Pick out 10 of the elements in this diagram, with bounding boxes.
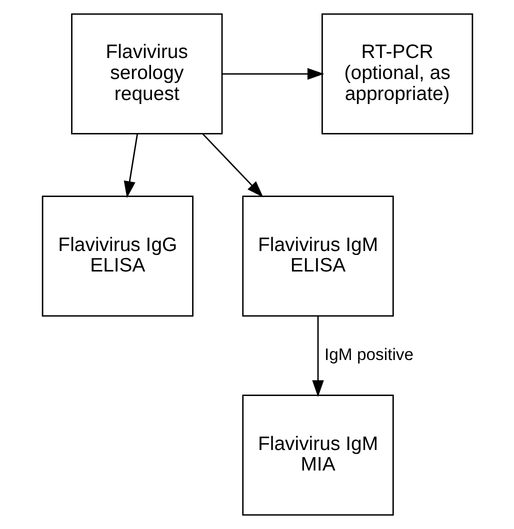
arrow	[202, 134, 263, 198]
node-box: Flavivirus IgM ELISA	[242, 196, 394, 317]
node-box: RT-PCR (optional, as appropriate)	[321, 13, 473, 134]
arrow	[123, 134, 138, 198]
node-box: Flavivirus IgM MIA	[242, 394, 394, 516]
edge-label: IgM positive	[324, 344, 414, 364]
node-box: Flavivirus serology request	[70, 13, 222, 134]
arrow	[312, 316, 324, 397]
arrow	[222, 68, 324, 80]
node-box: Flavivirus IgG ELISA	[41, 196, 193, 317]
